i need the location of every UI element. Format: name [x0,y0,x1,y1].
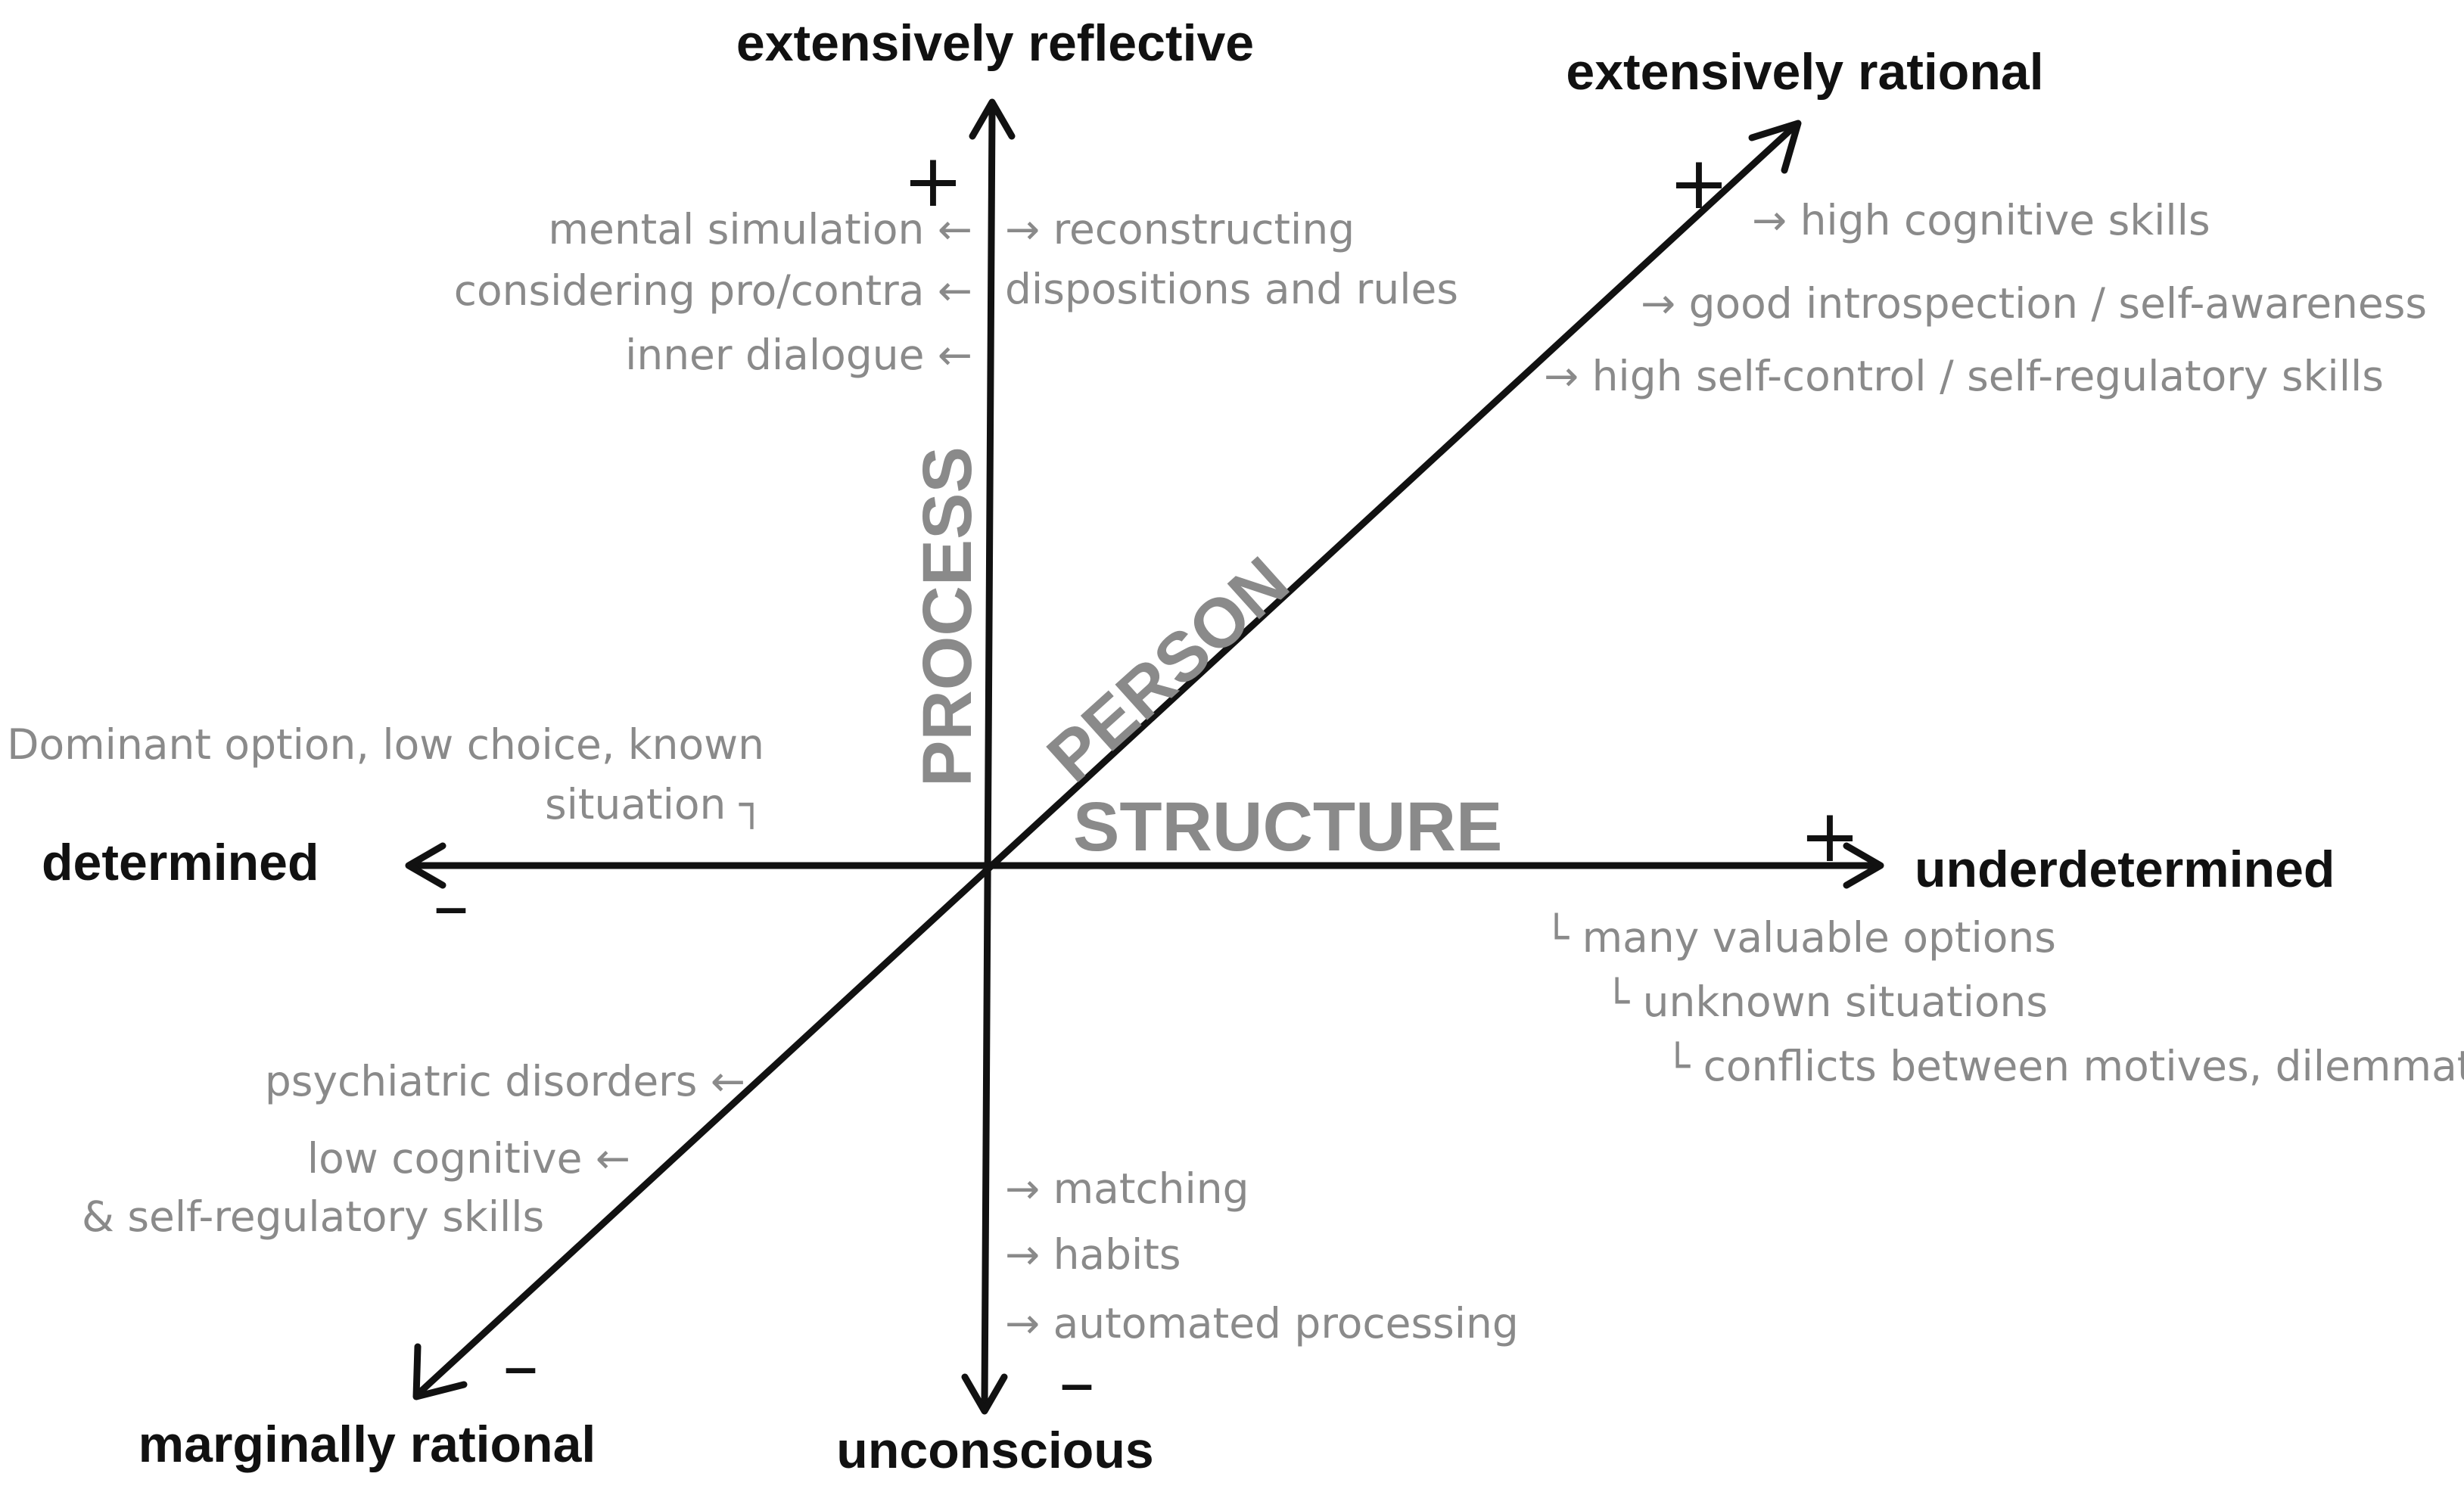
note-matching: → matching [1005,1164,1249,1213]
note-self-regulatory-skills: & self-regulatory skills [82,1192,544,1241]
unconscious-notes: → matching → habits → automated processi… [1005,1164,1519,1348]
note-situation: situation ┐ [545,780,764,829]
arrowhead-top [969,98,1016,140]
vertical-axis [981,106,996,1407]
note-reconstructing: → reconstructing [1005,205,1355,253]
plus-sign-right: + [1800,794,1860,878]
reflective-left-notes: mental simulation ← considering pro/cont… [454,205,972,379]
note-mental-simulation: mental simulation ← [548,205,972,253]
reflective-right-notes: → reconstructing dispositions and rules [1005,205,1458,313]
note-dispositions-and-rules: dispositions and rules [1005,265,1458,313]
dimension-label-person: PERSON [1033,542,1303,797]
note-psychiatric-disorders: psychiatric disorders ← [265,1057,745,1105]
plus-sign-top: + [903,138,963,223]
note-automated-processing: → automated processing [1005,1299,1519,1348]
dimension-label-process: PROCESS [909,446,986,787]
label-determined: determined [42,834,319,891]
signs: + + + – – – [433,138,1860,1425]
plus-sign-upper-right: + [1669,141,1729,225]
note-high-self-control: → high self-control / self-regulatory sk… [1544,352,2384,400]
rational-notes: → high cognitive skills → good introspec… [1544,196,2427,400]
note-dominant-option: Dominant option, low choice, known [7,720,764,769]
arrowhead-right [1843,842,1884,889]
note-good-introspection: → good introspection / self-awareness [1641,279,2427,328]
note-high-cognitive-skills: → high cognitive skills [1752,196,2210,244]
label-extensively-rational: extensively rational [1566,43,2043,101]
arrowhead-upper-right [1748,120,1802,174]
label-unconscious: unconscious [836,1422,1153,1479]
minus-sign-lower-left: – [502,1323,539,1408]
note-inner-dialogue: inner dialogue ← [625,331,972,379]
note-habits: → habits [1005,1230,1181,1279]
note-considering-pro-contra: considering pro/contra ← [454,266,972,315]
arrowhead-bottom [961,1373,1008,1415]
determined-notes: Dominant option, low choice, known situa… [7,720,764,829]
axes [405,98,1884,1415]
underdetermined-notes: └ many valuable options └ unknown situat… [1544,912,2464,1090]
minus-sign-left: – [433,863,469,948]
diagonal-axis [416,123,1797,1396]
note-conflicts-between-motives: └ conflicts between motives, dilemmata [1665,1041,2464,1090]
note-many-valuable-options: └ many valuable options [1544,912,2056,962]
note-low-cognitive: low cognitive ← [307,1134,630,1183]
label-extensively-reflective: extensively reflective [736,14,1254,72]
arrowhead-left [405,842,446,889]
note-unknown-situations: └ unknown situations [1604,977,2048,1026]
minus-sign-bottom: – [1059,1340,1095,1425]
marginal-notes: psychiatric disorders ← low cognitive ← … [82,1057,745,1241]
label-underdetermined: underdetermined [1915,841,2335,898]
dimension-label-structure: STRUCTURE [1073,788,1502,866]
label-marginally-rational: marginally rational [138,1416,596,1473]
arrowhead-lower-left [412,1343,468,1400]
